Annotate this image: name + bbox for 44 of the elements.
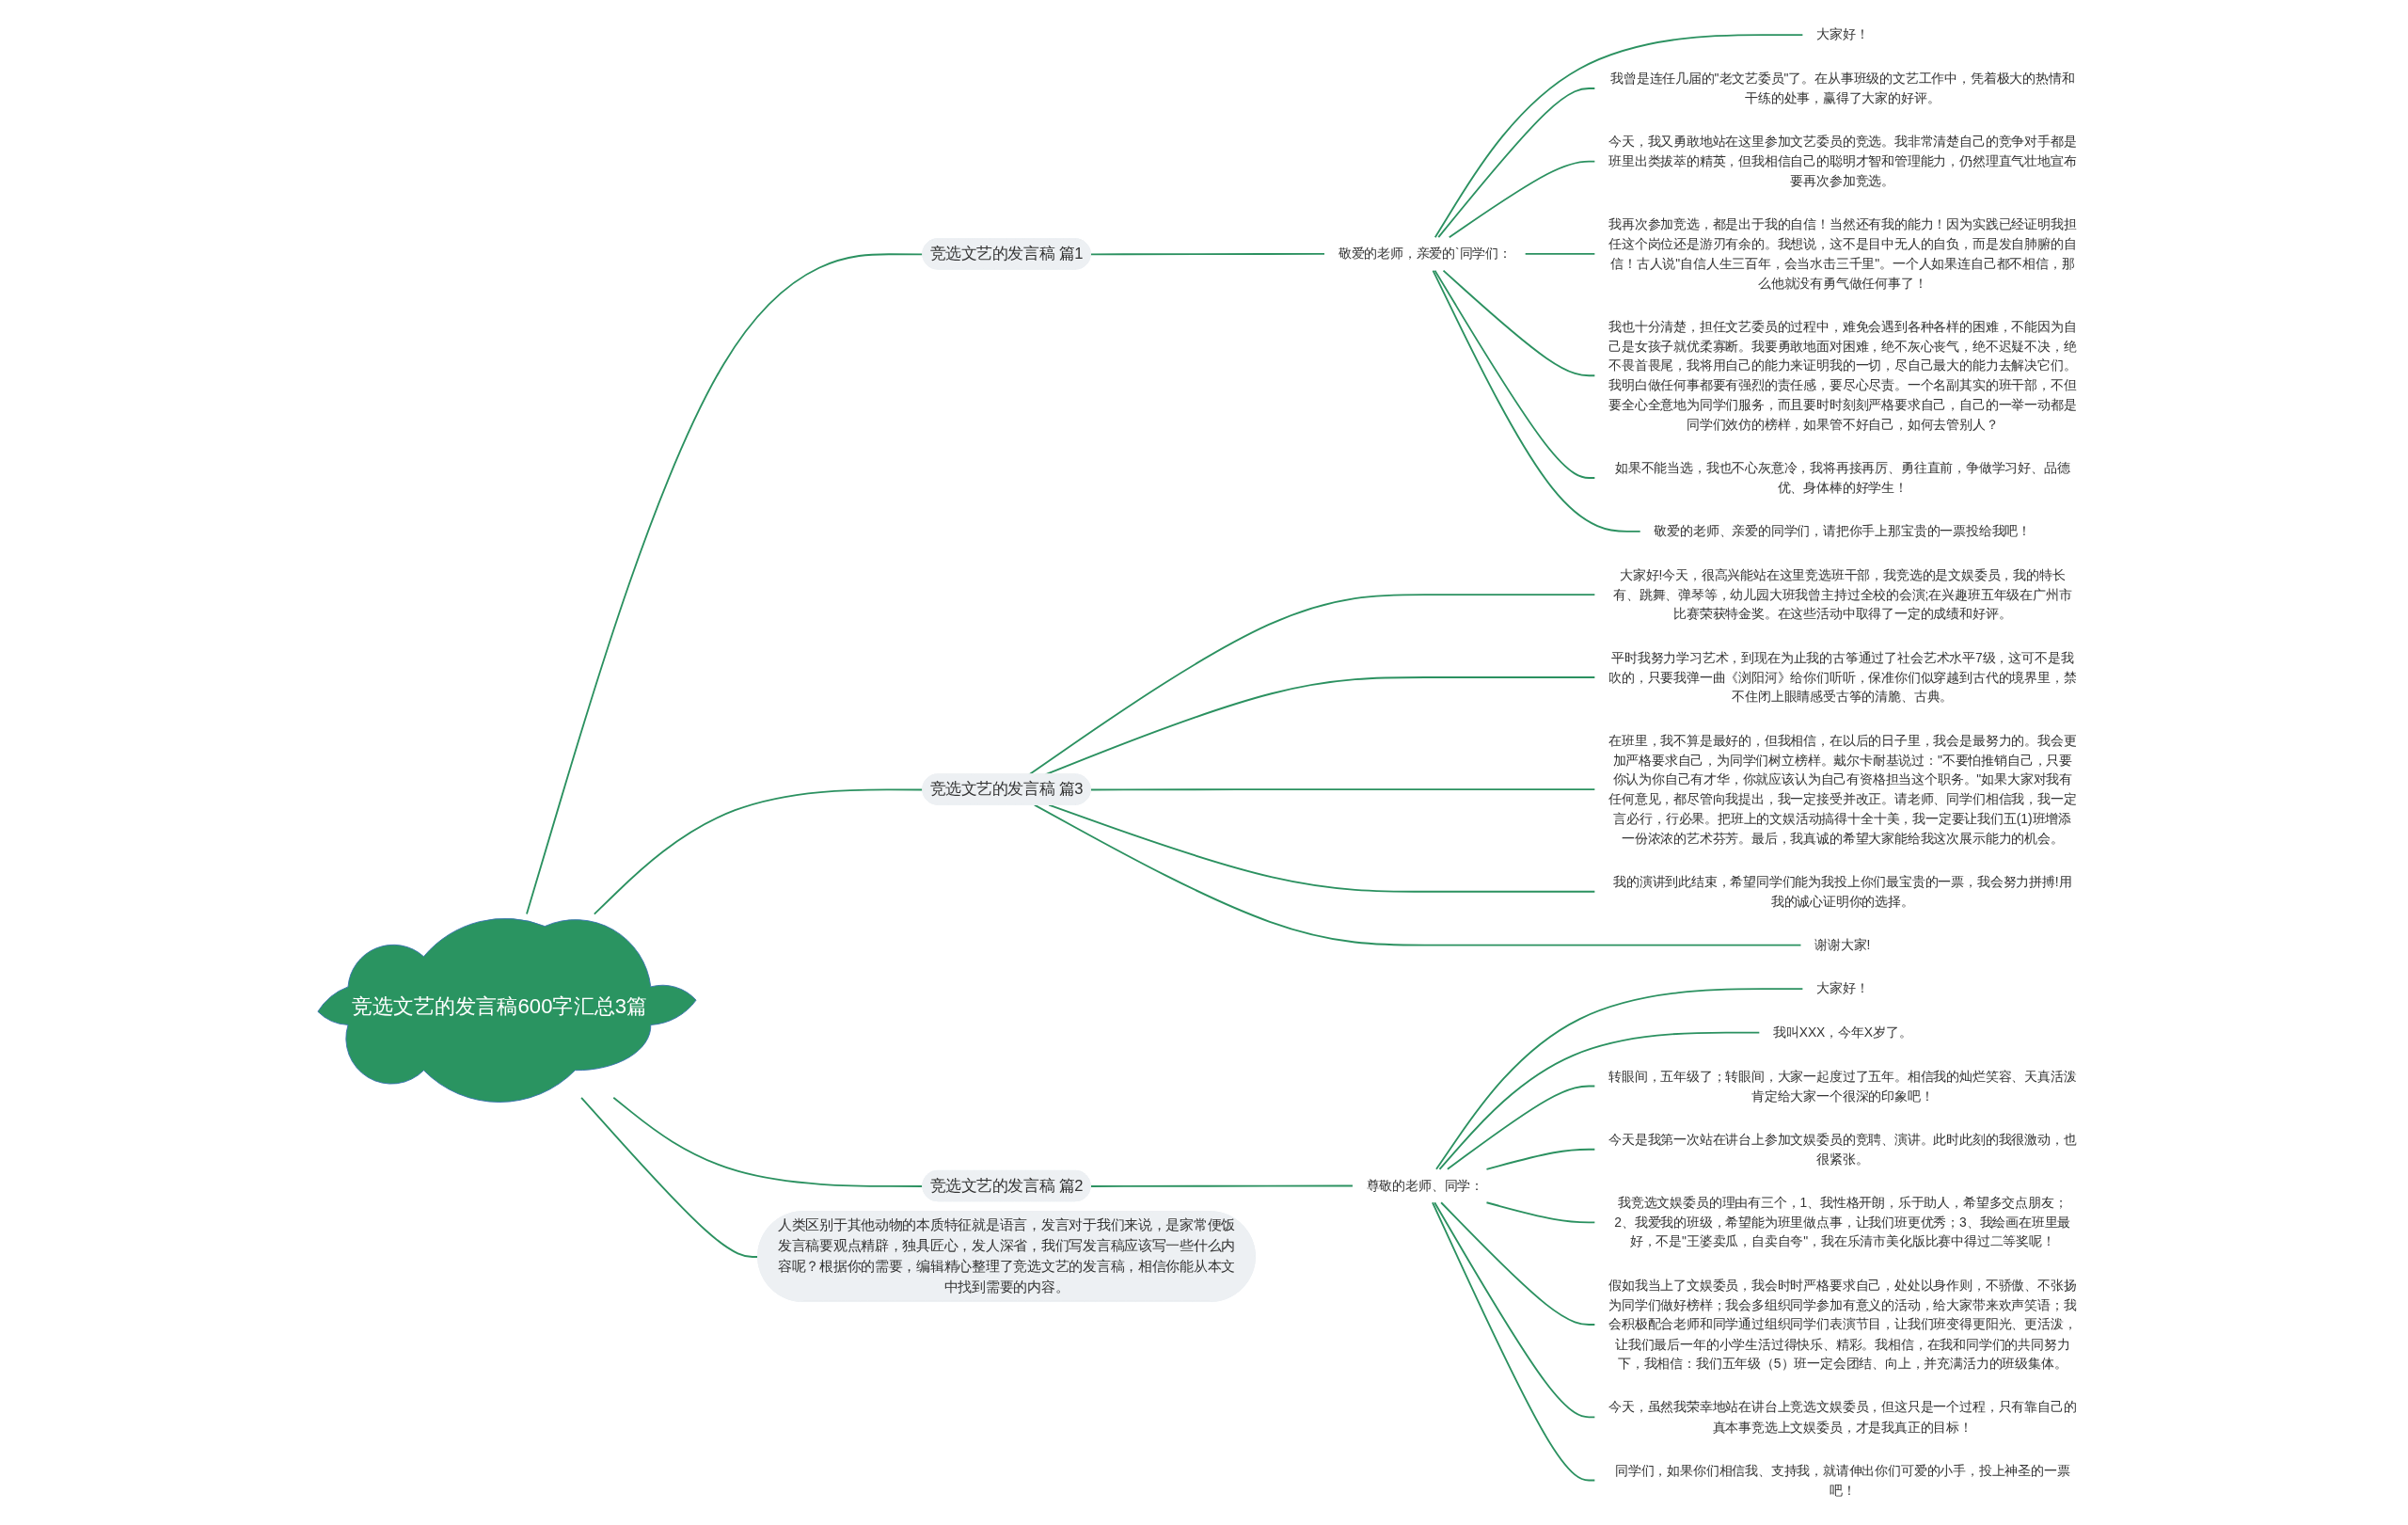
node-text: 大家好！: [1816, 980, 1869, 996]
node-text: 谢谢大家!: [1814, 937, 1871, 952]
connector: [593, 788, 925, 915]
node-text: 我竞选文娱委员的理由有三个，1、我性格开朗，乐于助人，希望多交点朋友；2、我爱我的班级，希望能为班里做点事，让我们班更优秀；3、我绘画在班里最好，不是"王婆卖瓜，自卖自夸"，我在乐清市美化版比赛中得过二等奖呢！: [1614, 1195, 2071, 1249]
connector: [1434, 1201, 1596, 1419]
node-text: 今天是我第一次站在讲台上参加文娱委员的竞聘、演讲。此时此刻的我很激动，也很紧张。: [1608, 1131, 2077, 1167]
connector: [1442, 269, 1596, 377]
connector: [1446, 1085, 1596, 1170]
node-text: 假如我当上了文娱委员，我会时时严格要求自己，处处以身作则，不骄傲、不张扬为同学们做好榜样；我会多组织同学参加有意义的活动，给大家带来欢声笑语；我会积极配合老师和同学通过组织同学们表演节目，让我们班变得更阳光、更活泼，让我们最后一年的小学生活过得快乐、精彩。我相信，在我和同学们的共同努力下，我相信：我们五年级（5）班一定会团结、向上，并充满活力的班级集体。: [1608, 1278, 2077, 1371]
connector: [1524, 252, 1596, 255]
connector: [1434, 34, 1804, 239]
connector: [1448, 160, 1596, 239]
connector: [1485, 1148, 1596, 1170]
node-text: 平时我努力学习艺术，到现在为止我的古筝通过了社会艺术水平7级，这可不是我吹的，只要我弹一曲《浏阳河》给你们听听，保准你们似穿越到古代的境界里，禁不住闭上眼睛感受古筝的清脆、古典。: [1608, 649, 2077, 704]
connector: [1089, 1184, 1354, 1187]
connector: [1432, 1201, 1596, 1482]
node-text: 大家好！: [1816, 26, 1869, 42]
node-text: 大家好!今天，很高兴能站在这里竞选班干部，我竞选的是文娱委员，我的特长有、跳舞、弹琴等，幼儿园大班我曾主持过全校的会演;在兴趣班五年级在广州市比赛荣获特金奖。在这些活动中取得了一定的成绩和好评。: [1613, 566, 2072, 621]
connector: [1089, 788, 1596, 791]
connector: [1485, 1201, 1596, 1224]
node-text: 转眼间，五年级了；转眼间，大家一起度过了五年。相信我的灿烂笑容、天真活泼肯定给大家一个很深的印象吧！: [1608, 1068, 2077, 1103]
node-text: 我的演讲到此结束，希望同学们能为我投上你们最宝贵的一票，我会努力拼搏!用我的诚心证明你的选择。: [1613, 873, 2072, 909]
connector: [1048, 803, 1596, 893]
node-text: 如果不能当选，我也不心灰意冷，我将再接再厉、勇往直前，争做学习好、品德优、身体棒的好学生！: [1614, 460, 2070, 495]
node-text: 同学们，如果你们相信我、支持我，就请伸出你们可爱的小手，投上神圣的一票吧！: [1614, 1462, 2070, 1498]
node-text: 尊敬的老师、同学：: [1366, 1178, 1483, 1193]
node-text: 我也十分清楚，担任文艺委员的过程中，难免会遇到各种各样的困难，不能因为自己是女孩子就优柔寡断。我要勇敢地面对困难，绝不灰心丧气，绝不迟疑不决，绝不畏首畏尾，我将用自己的能力来证明我的一切，尽自己最大的能力去解决它们。我明白做任何事都要有强烈的责任感，要尽心尽责。一个名副其实的班干部，不但要全心全意地为同学们服务，而且要时时刻刻严格要求自己，自己的一举一动都是同学们效仿的榜样，如果管不好自己，如何去管别人？: [1608, 318, 2077, 432]
node-text: 我曾是连任几届的"老文艺委员"了。在从事班级的文艺工作中，凭着极大的热情和干练的处事，赢得了大家的好评。: [1610, 71, 2075, 105]
connector: [1437, 87, 1596, 239]
connector: [1440, 1201, 1596, 1326]
node-text: 在班里，我不算是最好的，但我相信，在以后的日子里，我会是最努力的。我会更加严格要求自己，为同学们树立榜样。戴尔卡耐基说过："不要怕推销自己，只要你认为你自己有才华，你就应该认为自己有资格担当这个职务。"如果大家对我有任何意见，都尽管向我提出，我一定接受并改正。请老师、同学们相信我，我一定言必行，行必果。把班上的文娱活动搞得十全十美，我一定要让我们五(1)班增添一份浓浓的艺术芬芳。最后，我真诚的希望大家能给我这次展示能力的机会。: [1608, 732, 2077, 845]
node-text: 今天，虽然我荣幸地站在讲台上竞选文娱委员，但这只是一个过程，只有靠自己的真本事竞选上文娱委员，才是我真正的目标！: [1608, 1399, 2077, 1434]
connector: [1438, 1031, 1761, 1170]
node-text: 我叫XXX，今年X岁了。: [1773, 1025, 1912, 1040]
connector: [526, 253, 925, 915]
node-text: 我再次参加竞选，都是出于我的自信！当然还有我的能力！因为实践已经证明我担任这个岗位还是游刃有余的。我想说，这不是目中无人的自负，而是发自肺腑的自信！古人说"自信人生三百年，会当水击三千里"。一个人如果连自己都不相信，那么他就没有勇气做任何事了！: [1608, 216, 2077, 291]
connector: [1432, 269, 1641, 532]
node-text: 敬爱的老师、亲爱的同学们，请把你手上那宝贵的一票投给我吧！: [1654, 523, 2032, 538]
connector: [1089, 252, 1325, 256]
node-text: 今天，我又勇敢地站在这里参加文艺委员的竞选。我非常清楚自己的竞争对手都是班里出类拔萃的精英，但我相信自己的聪明才智和管理能力，仍然理直气壮地宣布要再次参加竞选。: [1608, 134, 2077, 188]
node-text: 敬爱的老师，亲爱的`同学们：: [1338, 246, 1512, 262]
connector: [1435, 988, 1804, 1170]
connector: [1033, 803, 1802, 946]
connector: [1434, 269, 1596, 479]
